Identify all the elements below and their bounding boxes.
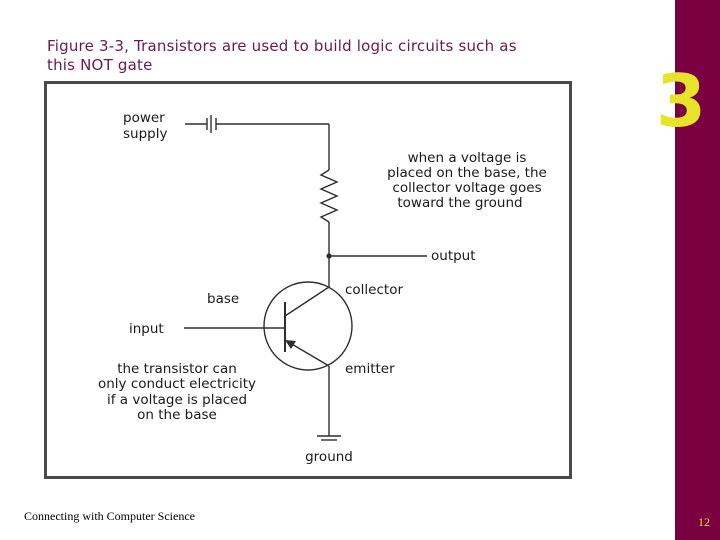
input-label: input (129, 321, 164, 337)
ground-label: ground (305, 449, 353, 465)
transistor-note-line-1: the transistor can (117, 361, 237, 377)
figure-caption-line-1: Figure 3-3, Transistors are used to buil… (47, 37, 517, 55)
transistor-circle (263, 281, 353, 371)
voltage-note-line-3: collector voltage goes (392, 180, 541, 196)
transistor-note-line-3: if a voltage is placed (107, 392, 247, 408)
resistor-symbol (319, 169, 339, 223)
voltage-note-line-4: toward the ground (397, 195, 522, 211)
transistor-note-line-4: on the base (137, 407, 217, 423)
collector-lead (284, 286, 330, 317)
footer-course-title: Connecting with Computer Science (24, 509, 195, 523)
collector-label: collector (345, 282, 403, 298)
figure-caption-line-2: this NOT gate (47, 56, 153, 74)
power-supply-label-line-2: supply (123, 126, 167, 142)
voltage-note-line-2: placed on the base, the (387, 165, 547, 181)
transistor-note-line-2: only conduct electricity (98, 376, 256, 392)
power-supply-label-line-1: power (123, 110, 165, 126)
sidebar-band (675, 0, 720, 540)
emitter-arrow (285, 340, 296, 349)
emitter-label: emitter (345, 361, 395, 377)
figure-caption: Figure 3-3, Transistors are used to buil… (47, 37, 607, 75)
output-label: output (431, 248, 476, 264)
figure-frame (44, 81, 572, 479)
base-label: base (207, 291, 239, 307)
page-number: 12 (698, 515, 710, 529)
voltage-note-line-1: when a voltage is (408, 150, 527, 166)
chapter-number: 3 (656, 59, 707, 143)
